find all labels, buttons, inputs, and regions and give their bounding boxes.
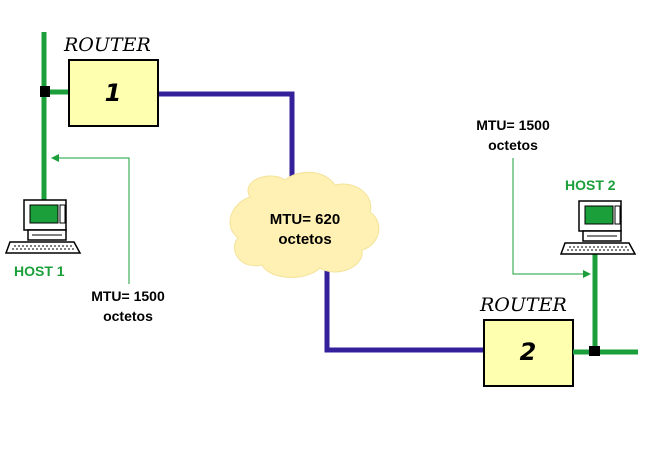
host-2-octetos-label: octetos — [488, 137, 538, 153]
host-1-octetos-label: octetos — [103, 308, 153, 324]
router-2-title: ROUTER — [479, 294, 567, 316]
cloud-mtu-label: MTU= 620 — [270, 211, 340, 228]
host-1-label: HOST 1 — [14, 263, 65, 279]
router-1-number: 1 — [105, 79, 122, 107]
cloud-network: MTU= 620 octetos — [229, 171, 380, 278]
host-1-mtu-arrow — [51, 154, 130, 284]
lan-2-connector — [589, 346, 600, 356]
host-2-mtu-label: MTU= 1500 — [476, 117, 550, 133]
router-1-box — [68, 59, 159, 127]
router-1: ROUTER 1 — [63, 34, 159, 127]
host-2-computer-icon — [559, 200, 637, 255]
router-2-number: 2 — [520, 338, 537, 366]
lan-1-connector — [40, 86, 50, 97]
host-2-mtu-arrow — [512, 158, 591, 278]
host-1-mtu-label: MTU= 1500 — [91, 288, 165, 304]
router-2: ROUTER 2 — [479, 294, 574, 387]
wan-link-router1-cloud — [158, 91, 295, 182]
cloud-octetos-label: octetos — [278, 231, 331, 248]
wan-link-cloud-router2 — [324, 268, 484, 353]
router-1-title: ROUTER — [63, 34, 151, 56]
host-2-label: HOST 2 — [565, 177, 616, 193]
router-2-box — [483, 319, 574, 387]
host-1-computer-icon — [4, 199, 82, 254]
